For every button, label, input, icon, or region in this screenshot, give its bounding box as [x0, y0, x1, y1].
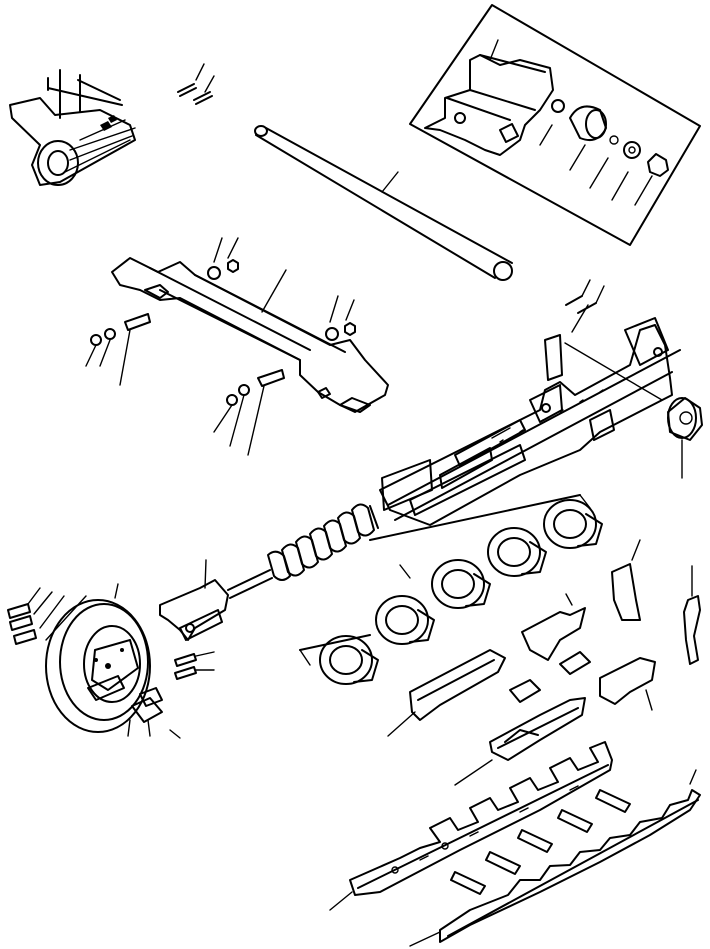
track-roller	[487, 527, 547, 577]
locator-thumbnail	[9, 69, 136, 186]
long-shaft	[254, 125, 513, 281]
track-motor	[667, 397, 703, 479]
recoil-spring	[159, 503, 379, 641]
track-roller	[375, 595, 435, 645]
track-frame	[379, 279, 703, 526]
track-rollers	[299, 494, 603, 685]
cross-beam	[85, 237, 389, 456]
track-roller	[543, 499, 603, 549]
track-roller	[319, 635, 379, 685]
pin-set-top	[177, 63, 215, 105]
idler-wheel	[7, 583, 215, 739]
roller-guards	[387, 539, 701, 786]
track-roller	[431, 559, 491, 609]
track-chain	[329, 741, 701, 947]
detail-box	[409, 4, 701, 246]
